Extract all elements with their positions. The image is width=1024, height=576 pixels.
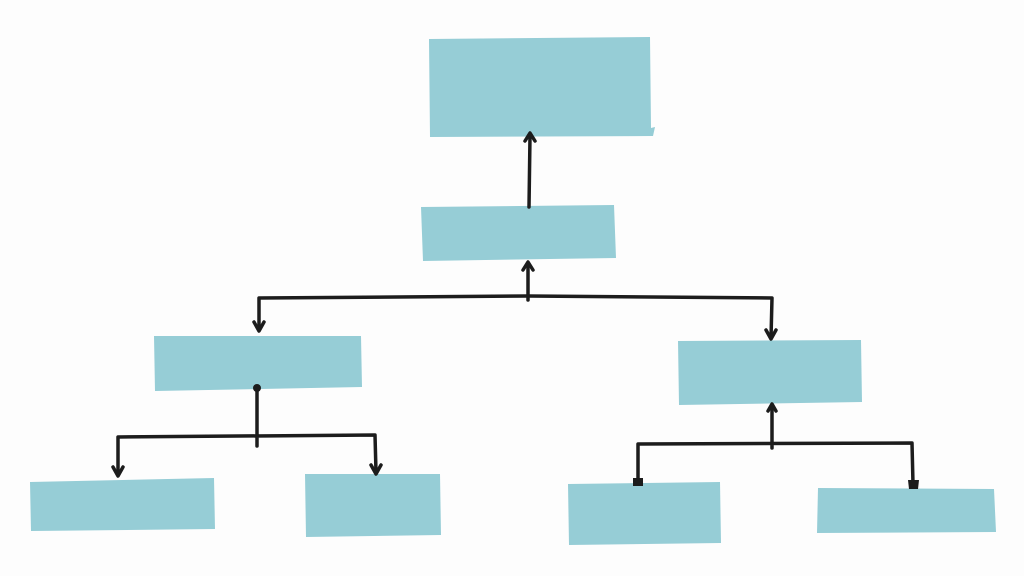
node-top (429, 37, 655, 137)
arrow-up-icon (523, 131, 537, 143)
node-leaf-1 (30, 478, 215, 531)
connector-left-branch (116, 387, 378, 476)
arrow-tip-icon (908, 480, 919, 489)
node-leaf-2 (305, 474, 441, 537)
arrow-down-icon (252, 320, 266, 333)
connector-right-branch (636, 405, 915, 486)
arrow-up-icon (521, 260, 535, 272)
boxes (30, 37, 996, 545)
connector-bar-level3 (257, 294, 774, 340)
arrow-up-icon (766, 402, 778, 413)
node-leaf-3 (568, 482, 721, 545)
connector-dot (253, 384, 261, 392)
arrow-down-icon (764, 328, 778, 341)
node-right (678, 340, 862, 405)
node-leaf-4 (817, 488, 996, 533)
node-level2 (421, 205, 616, 261)
connectors (111, 131, 919, 489)
connector-level2-to-top (527, 134, 532, 209)
arrow-down-icon (111, 465, 125, 478)
arrow-tip-icon (633, 478, 643, 486)
arrow-down-icon (369, 463, 383, 476)
node-left (154, 336, 362, 391)
